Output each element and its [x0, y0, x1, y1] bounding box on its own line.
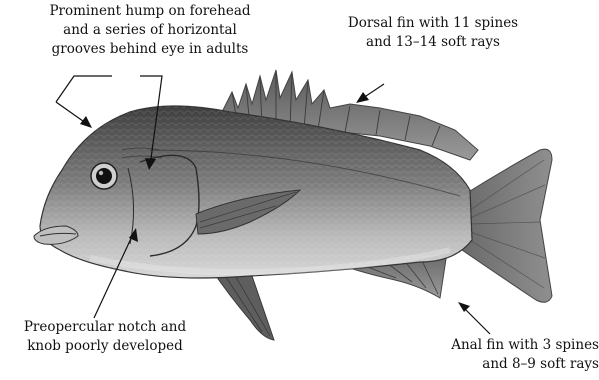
- anal-fin-label: Anal fin with 3 spines and 8–9 soft rays: [399, 336, 599, 374]
- dorsal-fin-label: Dorsal fin with 11 spines and 13–14 soft…: [318, 14, 548, 52]
- forehead-label-line2: and a series of horizontal: [0, 21, 300, 40]
- forehead-label-line1: Prominent hump on forehead: [0, 2, 300, 21]
- forehead-bracket: [56, 76, 112, 102]
- forehead-label-line3: grooves behind eye in adults: [0, 40, 300, 59]
- fish-eye: [91, 163, 117, 189]
- preopercular-label-line1: Preopercular notch and: [0, 318, 210, 337]
- forehead-label: Prominent hump on forehead and a series …: [0, 2, 300, 59]
- dorsal-fin-label-line2: and 13–14 soft rays: [318, 33, 548, 52]
- dorsal-fin-label-line1: Dorsal fin with 11 spines: [318, 14, 548, 33]
- caudal-fin: [462, 149, 552, 302]
- preopercular-label: Preopercular notch and knob poorly devel…: [0, 318, 210, 356]
- anal-fin-label-line2: and 8–9 soft rays: [399, 355, 599, 374]
- anal-arrow: [462, 306, 490, 334]
- anal-fin-label-line1: Anal fin with 3 spines: [399, 336, 599, 355]
- preopercular-label-line2: knob poorly developed: [0, 337, 210, 356]
